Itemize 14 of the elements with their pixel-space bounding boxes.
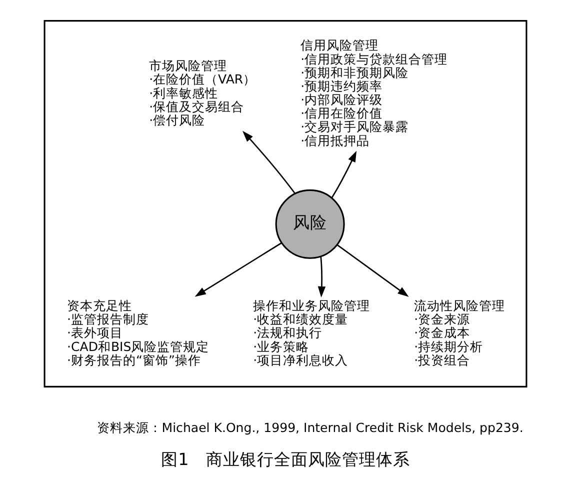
node-text: 资本充足性 ·监管报告制度 ·表外项目 ·CAD和BIS风险监管规定 ·财务报告的“窗饰”操作 <box>66 298 209 368</box>
arrow <box>330 150 356 198</box>
arrow <box>336 244 408 297</box>
arrow <box>242 130 296 194</box>
node-circle: 风险 <box>274 189 344 259</box>
caption: 图1 商业银行全面风险管理体系 <box>160 448 410 469</box>
cluster <box>43 20 527 388</box>
node-text: 操作和业务风险管理 ·收益和绩效度量 ·法规和执行 ·业务策略 ·项目净利息收入 <box>252 298 370 368</box>
node-text: 信用风险管理 ·信用政策与贷款组合管理 ·预期和非预期风险 ·预期违约频率 ·内部风险评级 ·信用在险价值 ·交易对手风险暴露 ·信用抵押品 <box>300 38 448 148</box>
arrow <box>317 256 326 298</box>
label: 资料来源：Michael K.Ong., 1999, Internal Credit Risk Models, pp239. <box>96 420 523 435</box>
node-text: 市场风险管理 ·在险价值（VAR） ·利率敏感性 ·保值及交易组合 ·偿付风险 <box>148 58 256 128</box>
arrow <box>194 242 282 297</box>
node-text: 流动性风险管理 ·资金来源 ·资金成本 ·持续期分析 ·投资组合 <box>414 298 505 368</box>
